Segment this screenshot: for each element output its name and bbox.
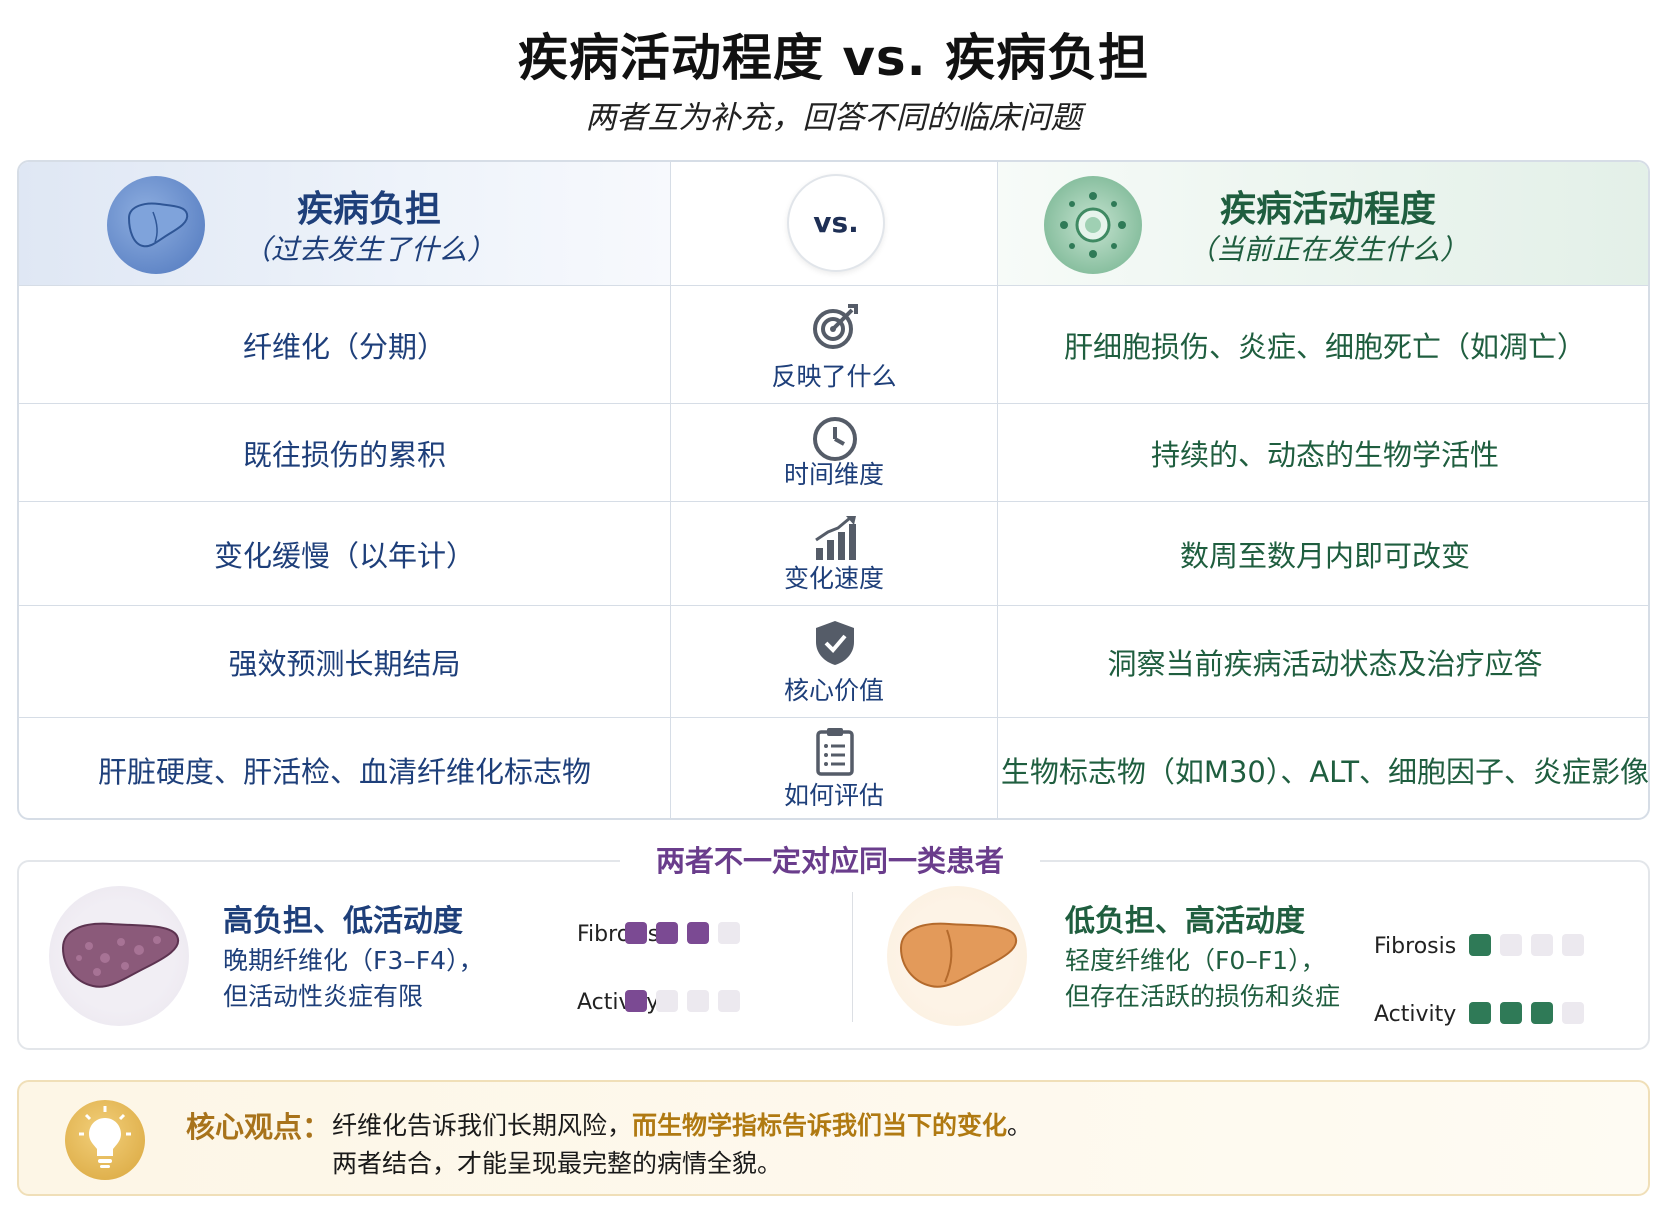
burden-cell: 既往损伤的累积 (19, 404, 671, 501)
case-a-desc-line2: 但活动性炎症有限 (223, 982, 424, 1011)
dimension-cell: 变化速度 (671, 502, 997, 605)
key-point-line2: 两者结合，才能呈现最完整的病情全貌。 (332, 1149, 783, 1178)
key-point-label: 核心观点： (186, 1110, 332, 1144)
table-row: 肝脏硬度、肝活检、血清纤维化标志物 如何评估 生物标志物（如M30）、ALT、细… (19, 718, 1648, 818)
key-point-end: 。 (1007, 1111, 1033, 1140)
level-square-filled (656, 922, 678, 944)
level-square-empty (718, 922, 740, 944)
activity-cell: 持续的、动态的生物学活性 (997, 404, 1648, 501)
patients-section-title: 两者不一定对应同一类患者 (620, 838, 1040, 880)
level-square-empty (1562, 1002, 1584, 1024)
dimension-label: 变化速度 (783, 564, 884, 593)
case-a-title: 高负担、低活动度 (223, 904, 463, 939)
burden-cell: 肝脏硬度、肝活检、血清纤维化标志物 (19, 718, 671, 818)
burden-cell: 纤维化（分期） (19, 286, 671, 403)
key-point-plain: 纤维化告诉我们长期风险， (332, 1111, 633, 1140)
page-subtitle: 两者互为补充，回答不同的临床问题 (585, 100, 1082, 136)
vs-header: vs. (671, 162, 997, 286)
level-square-empty (1562, 934, 1584, 956)
activity-cell: 生物标志物（如M30）、ALT、细胞因子、炎症影像 (997, 718, 1648, 818)
activity-cell: 肝细胞损伤、炎症、细胞死亡（如凋亡） (997, 286, 1648, 403)
patient-cases-panel: 高负担、低活动度 晚期纤维化（F3–F4）， 但活动性炎症有限 Fibrosis… (17, 860, 1650, 1050)
disease-burden-subtitle: （过去发生了什么） (242, 233, 495, 266)
dimension-cell: 如何评估 (671, 718, 997, 818)
case-b-desc-line1: 轻度纤维化（F0–F1）， (1065, 946, 1326, 975)
cirrhotic-liver-icon (49, 886, 189, 1026)
level-square-filled (1469, 934, 1491, 956)
case-b-title: 低负担、高活动度 (1065, 904, 1305, 939)
case-b-desc-line2: 但存在活跃的损伤和炎症 (1065, 982, 1341, 1011)
key-point-line1: 纤维化告诉我们长期风险，而生物学指标告诉我们当下的变化。 (332, 1106, 1032, 1142)
disease-activity-subtitle: （当前正在发生什么） (1187, 233, 1468, 266)
comparison-table: 疾病负担 （过去发生了什么） vs. 疾病活动程度 （当前正在发生什么） 纤维化… (17, 160, 1650, 820)
case-b-fibrosis-label: Fibrosis (1374, 934, 1457, 959)
dimension-label: 如何评估 (783, 781, 884, 810)
dimension-cell: 核心价值 (671, 606, 997, 717)
cell-icon (1044, 176, 1142, 274)
shield-check-icon (816, 621, 854, 665)
disease-activity-title: 疾病活动程度 (1219, 189, 1436, 230)
burden-cell: 变化缓慢（以年计） (19, 502, 671, 605)
healthy-liver-icon (887, 886, 1027, 1026)
disease-burden-header: 疾病负担 （过去发生了什么） (19, 162, 671, 286)
activity-cell: 数周至数月内即可改变 (997, 502, 1648, 605)
level-square-filled (687, 922, 709, 944)
level-square-filled (1469, 1002, 1491, 1024)
case-b-activity-label: Activity (1374, 1002, 1457, 1027)
dimension-label: 核心价值 (783, 676, 884, 705)
level-square-filled (625, 922, 647, 944)
level-square-empty (656, 990, 678, 1012)
liver-icon (107, 176, 205, 274)
level-square-empty (1531, 934, 1553, 956)
level-square-empty (687, 990, 709, 1012)
case-divider (852, 892, 853, 1022)
bar-chart-icon (815, 516, 856, 560)
level-square-empty (718, 990, 740, 1012)
dimension-cell: 反映了什么 (671, 286, 997, 403)
page-title: 疾病活动程度 vs. 疾病负担 (517, 29, 1150, 87)
dimension-label: 反映了什么 (771, 362, 897, 391)
level-square-empty (1500, 934, 1522, 956)
key-point-box: 核心观点： 纤维化告诉我们长期风险，而生物学指标告诉我们当下的变化。 两者结合，… (17, 1080, 1650, 1196)
table-row: 变化缓慢（以年计） 变化速度 数周至数月内即可改变 (19, 502, 1648, 606)
disease-activity-header: 疾病活动程度 （当前正在发生什么） (997, 162, 1648, 286)
dimension-label: 时间维度 (783, 460, 884, 489)
disease-burden-title: 疾病负担 (296, 189, 441, 230)
level-square-filled (625, 990, 647, 1012)
target-icon (813, 304, 858, 349)
vs-badge: vs. (787, 174, 885, 272)
level-square-filled (1531, 1002, 1553, 1024)
case-a-desc-line1: 晚期纤维化（F3–F4）， (223, 946, 484, 975)
dimension-cell: 时间维度 (671, 404, 997, 501)
activity-cell: 洞察当前疾病活动状态及治疗应答 (997, 606, 1648, 717)
key-point-highlight: 而生物学指标告诉我们当下的变化 (632, 1111, 1008, 1140)
table-row: 强效预测长期结局 核心价值 洞察当前疾病活动状态及治疗应答 (19, 606, 1648, 718)
clock-icon (813, 417, 857, 461)
clipboard-icon (816, 728, 854, 776)
level-square-filled (1500, 1002, 1522, 1024)
lightbulb-icon (65, 1100, 145, 1180)
burden-cell: 强效预测长期结局 (19, 606, 671, 717)
table-row: 纤维化（分期） 反映了什么 肝细胞损伤、炎症、细胞死亡（如凋亡） (19, 286, 1648, 404)
table-row: 既往损伤的累积 时间维度 持续的、动态的生物学活性 (19, 404, 1648, 502)
